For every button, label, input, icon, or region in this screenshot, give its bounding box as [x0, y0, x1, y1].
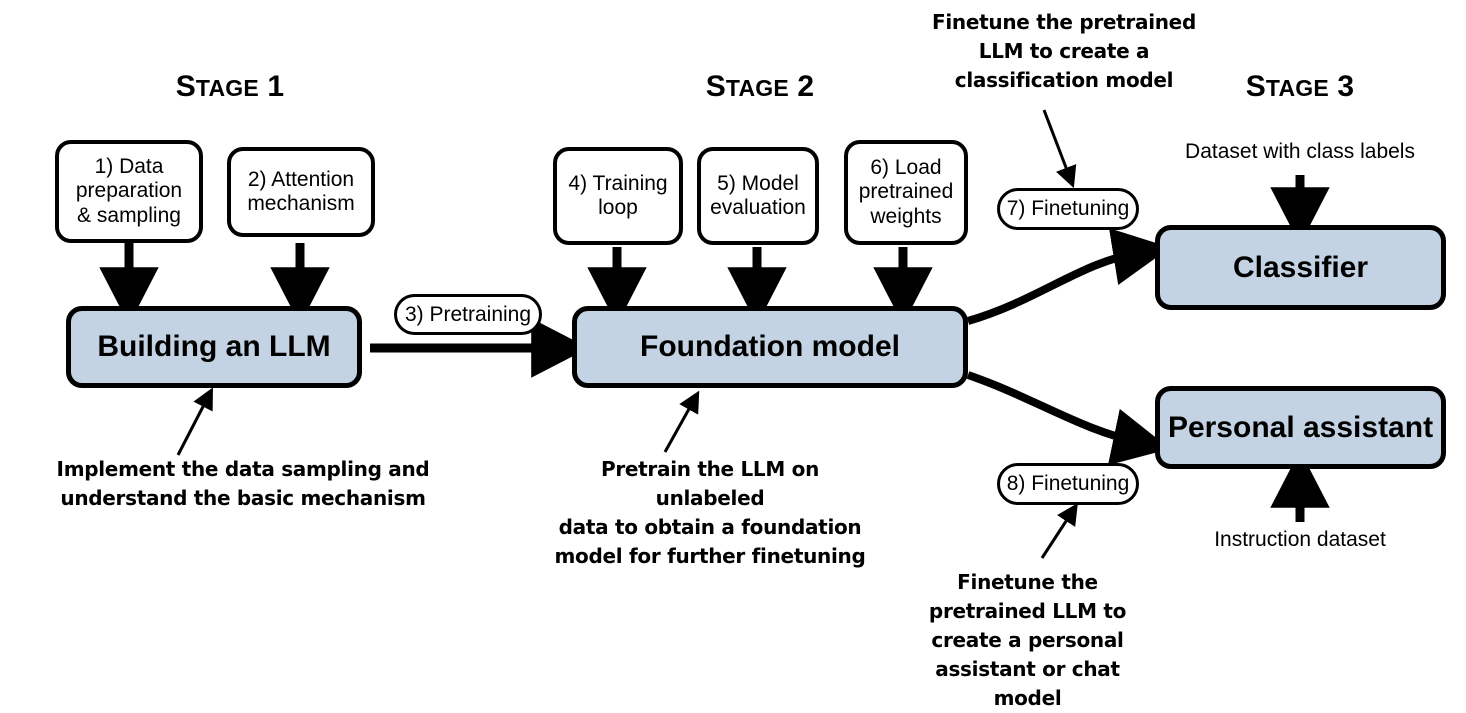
box-foundation-model[interactable]: Foundation model: [572, 306, 968, 388]
note-assistant-finetune: Finetune the pretrained LLM to create a …: [905, 568, 1150, 713]
box-building-an-llm-label: Building an LLM: [97, 330, 331, 363]
box-classifier[interactable]: Classifier: [1155, 225, 1446, 310]
note-line: LLM to create a: [978, 39, 1150, 63]
arrow-foundation-to-classifier: [966, 228, 1171, 325]
stage-1-header-small: TAGE: [195, 75, 259, 101]
box-line: loop: [598, 196, 638, 219]
box-model-evaluation[interactable]: 5) Model evaluation: [697, 147, 819, 245]
pill-finetuning-classifier[interactable]: 7) Finetuning: [997, 188, 1139, 230]
note-line: Finetune the pretrained: [932, 10, 1196, 34]
box-line: preparation: [75, 179, 183, 203]
box-line: 6) Load: [870, 155, 942, 179]
label-instruction-dataset: Instruction dataset: [1214, 528, 1386, 551]
stage-2-header-small: TAGE: [725, 75, 789, 101]
box-line: 1) Data: [94, 154, 164, 178]
annotation-arrow-classifier-note: [1042, 109, 1077, 189]
box-building-an-llm[interactable]: Building an LLM: [66, 306, 362, 388]
stage-2-header-number: 2: [788, 70, 815, 103]
box-line: weights: [870, 204, 942, 228]
note-line: Implement the data sampling and: [56, 457, 430, 481]
box-personal-assistant-label: Personal assistant: [1167, 410, 1434, 444]
label-dataset-with-class-labels: Dataset with class labels: [1185, 140, 1415, 163]
box-line: 5) Model: [717, 171, 799, 195]
box-foundation-model-label: Foundation model: [640, 330, 900, 363]
note-stage-2: Pretrain the LLM on unlabeled data to ob…: [545, 455, 875, 571]
pill-finetuning-assistant-label: 8) Finetuning: [1006, 472, 1130, 495]
box-personal-assistant[interactable]: Personal assistant: [1155, 386, 1446, 469]
note-line: create a personal: [931, 628, 1124, 652]
box-line: evaluation: [710, 196, 806, 219]
note-stage-1: Implement the data sampling and understa…: [48, 455, 438, 513]
box-classifier-label: Classifier: [1232, 250, 1369, 284]
stage-3-header: STAGE 3: [1160, 70, 1440, 104]
note-classifier-finetune: Finetune the pretrained LLM to create a …: [930, 8, 1198, 95]
note-line: classification model: [954, 68, 1174, 92]
box-line: mechanism: [247, 192, 355, 215]
note-line: understand the basic mechanism: [60, 486, 426, 510]
note-line: assistant or chat model: [935, 657, 1120, 710]
stage-3-header-lead: S: [1245, 70, 1266, 103]
annotation-arrow-stage2: [663, 390, 700, 453]
note-line: Pretrain the LLM on unlabeled: [600, 457, 820, 510]
stage-2-header: STAGE 2: [620, 70, 900, 104]
pill-finetuning-classifier-label: 7) Finetuning: [1006, 197, 1130, 220]
box-training-loop[interactable]: 4) Training loop: [553, 147, 683, 245]
note-line: model for further finetuning: [554, 544, 866, 568]
stage-1-header: STAGE 1: [90, 70, 370, 104]
box-data-preparation-sampling[interactable]: 1) Data preparation & sampling: [55, 140, 203, 243]
stage-3-header-number: 3: [1328, 70, 1355, 103]
pill-finetuning-assistant[interactable]: 8) Finetuning: [997, 463, 1139, 505]
box-line: & sampling: [77, 203, 181, 227]
box-line: pretrained: [858, 180, 954, 204]
box-line: 2) Attention: [247, 167, 355, 191]
stage-3-header-small: TAGE: [1265, 75, 1329, 101]
note-line: pretrained LLM to: [928, 599, 1127, 623]
stage-2-header-lead: S: [705, 70, 726, 103]
note-line: data to obtain a foundation: [558, 515, 862, 539]
box-line: 4) Training: [568, 171, 668, 195]
stage-1-header-number: 1: [258, 70, 285, 103]
box-load-pretrained-weights[interactable]: 6) Load pretrained weights: [844, 140, 968, 245]
arrow-foundation-to-assistant: [966, 371, 1171, 466]
note-line: Finetune the: [957, 570, 1098, 594]
pill-pretraining[interactable]: 3) Pretraining: [394, 294, 542, 335]
annotation-arrow-stage1: [176, 387, 213, 456]
annotation-arrow-assistant-note: [1040, 502, 1078, 559]
stage-1-header-lead: S: [175, 70, 196, 103]
box-attention-mechanism[interactable]: 2) Attention mechanism: [227, 147, 375, 237]
pill-pretraining-label: 3) Pretraining: [404, 302, 532, 326]
